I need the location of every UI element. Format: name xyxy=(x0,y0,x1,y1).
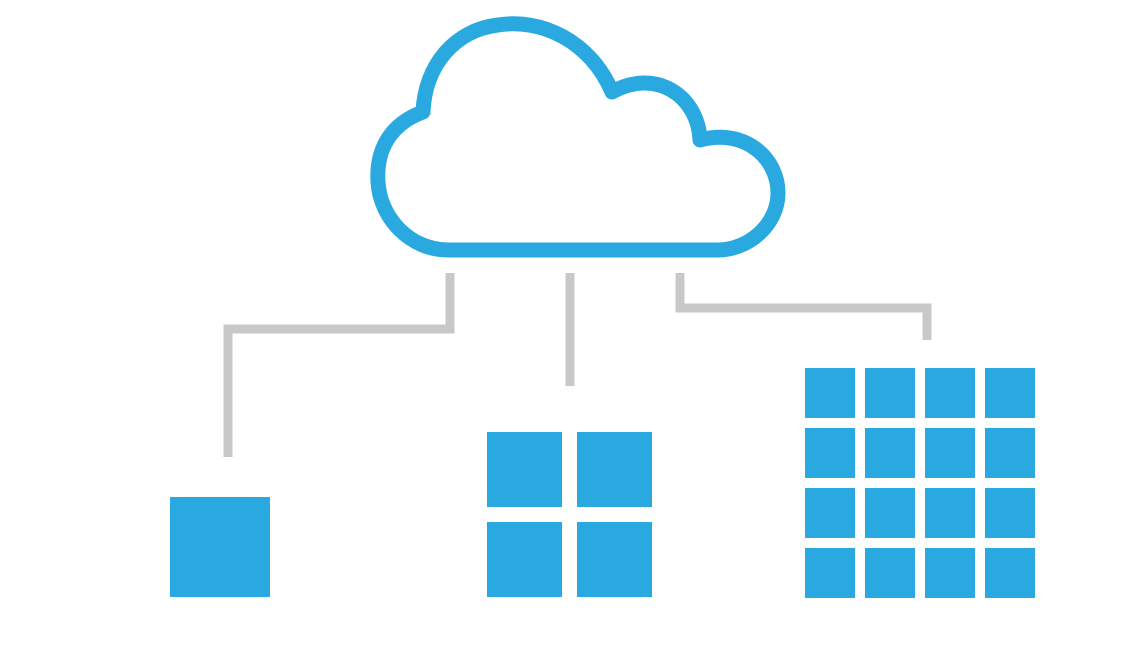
tile-large-r2c3 xyxy=(985,488,1035,538)
tile-small-r0c0 xyxy=(170,497,270,597)
tile-large-r3c1 xyxy=(865,548,915,598)
four-by-four-tiles-icon xyxy=(805,368,1035,598)
tile-large-r3c0 xyxy=(805,548,855,598)
tile-large-r0c3 xyxy=(985,368,1035,418)
tile-large-r0c2 xyxy=(925,368,975,418)
single-tile-icon xyxy=(170,497,270,597)
tile-medium-r1c0 xyxy=(487,522,562,597)
tile-large-r3c2 xyxy=(925,548,975,598)
tile-large-r1c1 xyxy=(865,428,915,478)
tile-large-r1c2 xyxy=(925,428,975,478)
tile-large-r2c2 xyxy=(925,488,975,538)
two-by-two-tiles-icon xyxy=(487,432,652,597)
connector-left xyxy=(223,273,455,457)
tile-large-r2c0 xyxy=(805,488,855,538)
tile-medium-r0c0 xyxy=(487,432,562,507)
tile-medium-r1c1 xyxy=(577,522,652,597)
cloud-icon xyxy=(370,16,786,258)
tile-large-r0c1 xyxy=(865,368,915,418)
tile-large-r3c3 xyxy=(985,548,1035,598)
tile-large-r1c0 xyxy=(805,428,855,478)
connector-right xyxy=(675,273,932,340)
tile-large-r1c3 xyxy=(985,428,1035,478)
tile-large-r0c0 xyxy=(805,368,855,418)
tile-medium-r0c1 xyxy=(577,432,652,507)
tile-large-r2c1 xyxy=(865,488,915,538)
connectors xyxy=(223,273,932,457)
